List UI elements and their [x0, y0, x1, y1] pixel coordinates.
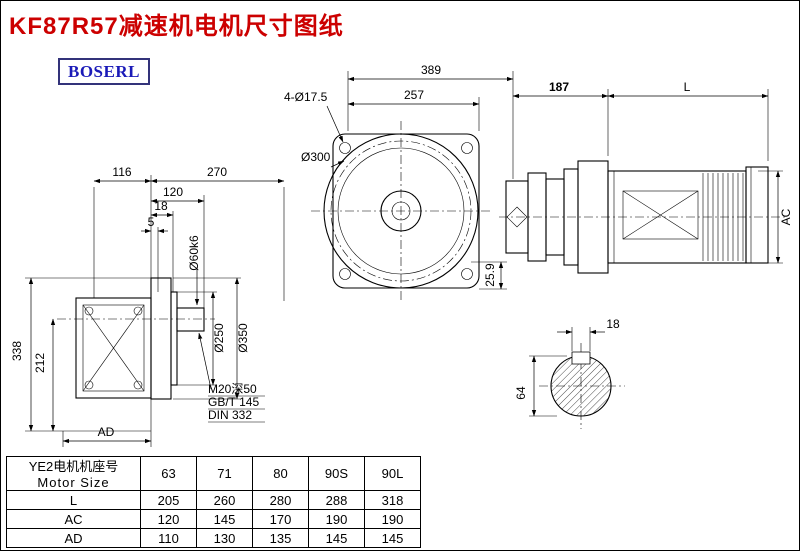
note-standard-1: GB/T 145 [208, 395, 259, 409]
shaft-dia-label: Ø60k6 [187, 235, 201, 271]
row-label-AC: AC [6, 509, 141, 529]
row-label-AD: AD [6, 528, 141, 548]
dim-key-width: 18 [606, 317, 620, 331]
table-header-label: YE2电机机座号 Motor Size [6, 456, 141, 491]
cell-L-1: 260 [196, 490, 253, 510]
table-header-row: YE2电机机座号 Motor Size 63 71 80 90S 90L [6, 456, 421, 491]
spigot-dia-label: Ø250 [212, 323, 226, 353]
cell-AD-3: 145 [308, 528, 365, 548]
motor-size-table: YE2电机机座号 Motor Size 63 71 80 90S 90L L 2… [6, 456, 421, 548]
front-view: 389 257 4-Ø17.5 Ø300 25.9 [284, 63, 514, 301]
dim-257: 257 [404, 88, 424, 102]
size-col-1: 71 [196, 456, 253, 491]
note-standard-2: DIN 332 [208, 408, 252, 422]
cell-AC-0: 120 [140, 509, 197, 529]
size-col-2: 80 [252, 456, 309, 491]
size-col-0: 63 [140, 456, 197, 491]
table-header-cn: YE2电机机座号 [28, 458, 119, 474]
dim-18-flange: 18 [154, 199, 168, 213]
dim-338: 338 [10, 341, 24, 361]
dim-shaft-dia: 64 [514, 386, 528, 400]
cell-AD-4: 145 [364, 528, 421, 548]
dim-AD: AD [98, 425, 115, 439]
table-header-en: Motor Size [37, 474, 110, 490]
bolt-holes-label: 4-Ø17.5 [284, 90, 328, 104]
row-label-L: L [6, 490, 141, 510]
cell-AD-0: 110 [140, 528, 197, 548]
dim-116: 116 [112, 165, 131, 179]
note-tap-hole: M20深50 [208, 382, 257, 396]
dim-270: 270 [207, 165, 227, 179]
dim-L: L [684, 80, 691, 94]
dim-187: 187 [549, 80, 569, 94]
dim-AC: AC [779, 208, 793, 225]
cell-L-3: 288 [308, 490, 365, 510]
table-row-L: L 205 260 280 288 318 [6, 490, 421, 510]
dim-120: 120 [163, 185, 183, 199]
cell-L-0: 205 [140, 490, 197, 510]
dim-212: 212 [33, 353, 47, 373]
cell-L-4: 318 [364, 490, 421, 510]
table-row-AC: AC 120 145 170 190 190 [6, 509, 421, 529]
shaft-section-view: 18 64 [514, 317, 625, 429]
boserl-logo-text: BOSERL [68, 61, 140, 81]
cell-AD-2: 135 [252, 528, 309, 548]
cell-AD-1: 130 [196, 528, 253, 548]
cell-AC-4: 190 [364, 509, 421, 529]
boserl-logo: BOSERL [58, 58, 150, 85]
dim-25-9: 25.9 [483, 263, 497, 287]
table-row-AD: AD 110 130 135 145 145 [6, 528, 421, 548]
size-col-4: 90L [364, 456, 421, 491]
cell-L-2: 280 [252, 490, 309, 510]
dim-389: 389 [421, 63, 441, 77]
cell-AC-2: 170 [252, 509, 309, 529]
side-view: 116 270 120 18 5 Ø60k6 Ø250 Ø350 [10, 165, 285, 447]
flange-dia-label: Ø300 [301, 150, 331, 164]
cell-AC-3: 190 [308, 509, 365, 529]
motor-view: 187 L AC [499, 80, 793, 274]
page-title: KF87R57减速机电机尺寸图纸 [9, 13, 344, 40]
size-col-3: 90S [308, 456, 365, 491]
cell-AC-1: 145 [196, 509, 253, 529]
dim-5: 5 [148, 215, 155, 229]
flange-dia-label-side: Ø350 [236, 323, 250, 353]
